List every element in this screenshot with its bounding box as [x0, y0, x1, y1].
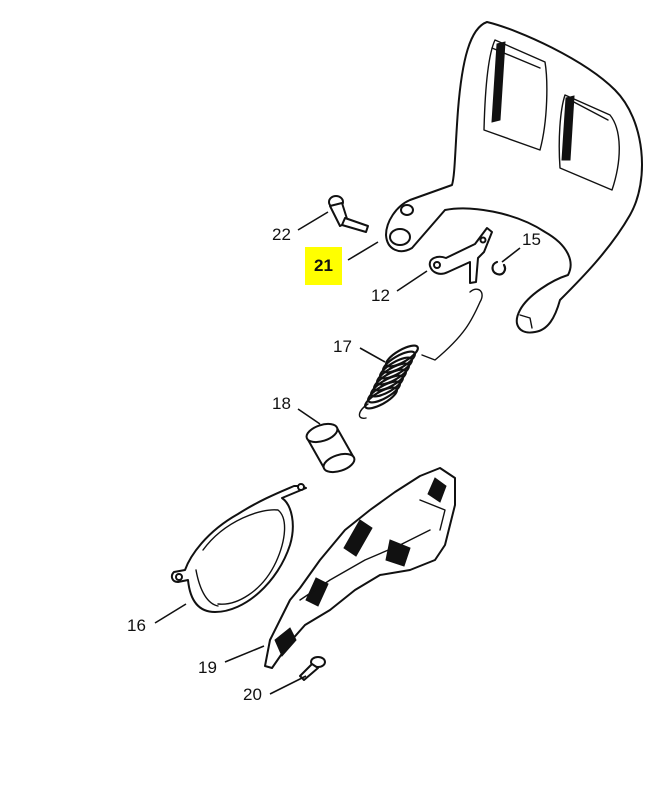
callout-20: 20	[243, 685, 262, 704]
callout-12: 12	[371, 286, 390, 305]
callout-16: 16	[127, 616, 146, 635]
lever-icon	[428, 227, 493, 284]
hand-guard-icon	[385, 21, 643, 334]
spring-icon	[358, 288, 483, 419]
bushing-icon	[305, 422, 356, 474]
callout-18: 18	[272, 394, 291, 413]
cover-plate-icon	[264, 467, 456, 669]
callout-15: 15	[522, 230, 541, 249]
callout-19: 19	[198, 658, 217, 677]
bolt-icon	[328, 195, 369, 233]
brake-band-icon	[170, 483, 307, 613]
callout-17: 17	[333, 337, 352, 356]
callout-21-highlighted: 21	[305, 247, 342, 285]
circlip-icon	[491, 260, 507, 276]
callout-22: 22	[272, 225, 291, 244]
